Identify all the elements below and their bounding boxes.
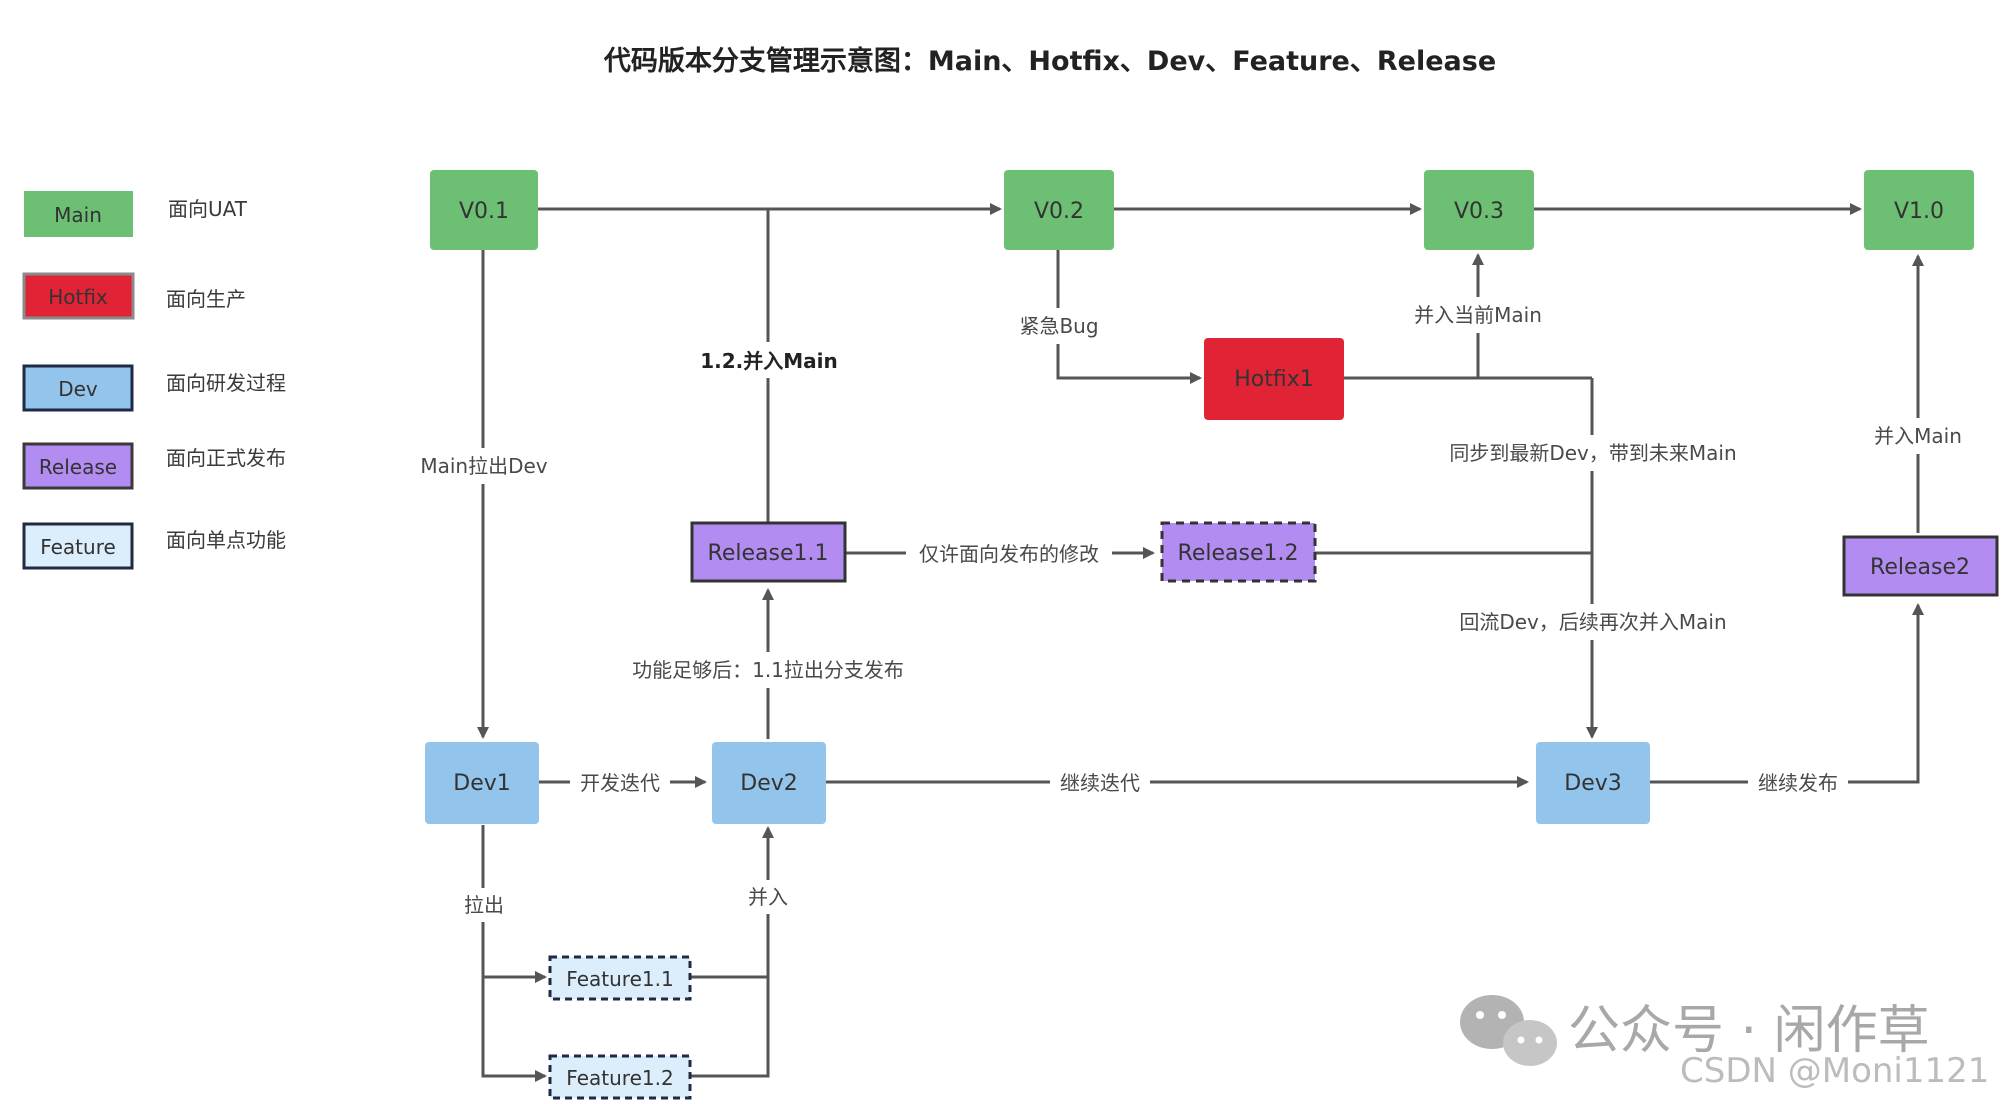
legend-main-label: Main: [54, 203, 102, 227]
node-v10-label: V1.0: [1894, 199, 1944, 224]
edge-dev3-release2: [1650, 603, 1924, 784]
edge-dev1-feature12: [481, 825, 547, 1082]
wechat-icon: [1460, 995, 1557, 1066]
edges: [477, 203, 1924, 1082]
label-merge-current-main: 并入当前Main: [1414, 303, 1542, 327]
node-v02-label: V0.2: [1034, 199, 1084, 224]
node-dev3[interactable]: Dev3: [1536, 742, 1650, 824]
legend-release-desc: 面向正式发布: [166, 446, 286, 470]
label-back-to-dev: 回流Dev，后续再次并入Main: [1459, 610, 1726, 634]
node-v02[interactable]: V0.2: [1004, 170, 1114, 250]
label-pull-out: 拉出: [464, 893, 504, 917]
node-dev2[interactable]: Dev2: [712, 742, 826, 824]
node-feature12[interactable]: Feature1.2: [548, 1054, 692, 1100]
legend-feature-label: Feature: [40, 535, 116, 559]
node-release11-label: Release1.1: [708, 541, 829, 566]
label-release-only-fix: 仅许面向发布的修改: [919, 542, 1099, 566]
edge-feature12-dev2: [690, 826, 774, 1078]
node-hotfix1-label: Hotfix1: [1234, 367, 1314, 392]
legend-feature-desc: 面向单点功能: [166, 528, 286, 552]
label-merge-main: 并入Main: [1874, 424, 1962, 448]
node-release2-label: Release2: [1870, 555, 1970, 580]
legend-dev-label: Dev: [58, 377, 98, 401]
label-sync-dev: 同步到最新Dev，带到未来Main: [1449, 441, 1736, 465]
legend-item-dev: Dev 面向研发过程: [22, 364, 286, 412]
legend-item-release: Release 面向正式发布: [22, 442, 286, 490]
legend-release-label: Release: [39, 455, 117, 479]
label-continue-iterate: 继续迭代: [1060, 771, 1140, 795]
legend-hotfix-desc: 面向生产: [166, 287, 246, 311]
node-release12-label: Release1.2: [1178, 541, 1299, 566]
label-urgent-bug: 紧急Bug: [1019, 314, 1098, 338]
label-merge-in: 并入: [748, 885, 788, 909]
node-hotfix1[interactable]: Hotfix1: [1204, 338, 1344, 420]
legend-item-feature: Feature 面向单点功能: [22, 522, 286, 570]
label-main-pull-dev: Main拉出Dev: [420, 454, 547, 478]
watermark-secondary: CSDN @Moni1121: [1680, 1051, 1989, 1091]
legend-item-hotfix: Hotfix 面向生产: [22, 272, 246, 320]
legend: Main 面向UAT Hotfix 面向生产 Dev 面向研发过程 Releas…: [22, 191, 286, 570]
legend-dev-desc: 面向研发过程: [166, 371, 286, 395]
node-dev2-label: Dev2: [740, 771, 798, 796]
node-v01-label: V0.1: [459, 199, 509, 224]
label-dev-iterate: 开发迭代: [580, 771, 660, 795]
watermark: 公众号 · 闲作草 CSDN @Moni1121: [1460, 995, 1989, 1091]
legend-item-main: Main 面向UAT: [24, 191, 248, 237]
node-feature11[interactable]: Feature1.1: [548, 955, 692, 1001]
label-after-enough-features: 功能足够后：1.1拉出分支发布: [632, 658, 904, 682]
edge-v02-hotfix1: [1056, 250, 1202, 384]
node-feature12-label: Feature1.2: [566, 1066, 673, 1090]
label-continue-release: 继续发布: [1758, 771, 1838, 795]
label-merge-main-12: 1.2.并入Main: [700, 349, 838, 373]
nodes: V0.1 V0.2 V0.3 V1.0 Hotfix1 Release1.1 R…: [425, 170, 1999, 1100]
node-release11[interactable]: Release1.1: [690, 521, 847, 583]
node-dev3-label: Dev3: [1564, 771, 1622, 796]
node-feature11-label: Feature1.1: [566, 967, 673, 991]
watermark-primary: 公众号 · 闲作草: [1568, 1001, 1930, 1061]
edge-labels: Main拉出Dev 1.2.并入Main 紧急Bug 并入当前Main 同步到最…: [414, 297, 1968, 922]
node-dev1-label: Dev1: [453, 771, 511, 796]
node-v10[interactable]: V1.0: [1864, 170, 1974, 250]
legend-hotfix-label: Hotfix: [48, 285, 108, 309]
node-v03[interactable]: V0.3: [1424, 170, 1534, 250]
node-v03-label: V0.3: [1454, 199, 1504, 224]
diagram-title: 代码版本分支管理示意图：Main、Hotfix、Dev、Feature、Rele…: [603, 45, 1496, 77]
node-dev1[interactable]: Dev1: [425, 742, 539, 824]
legend-main-desc: 面向UAT: [168, 197, 248, 221]
node-release2[interactable]: Release2: [1842, 535, 1999, 597]
node-v01[interactable]: V0.1: [430, 170, 538, 250]
node-release12[interactable]: Release1.2: [1160, 521, 1317, 583]
